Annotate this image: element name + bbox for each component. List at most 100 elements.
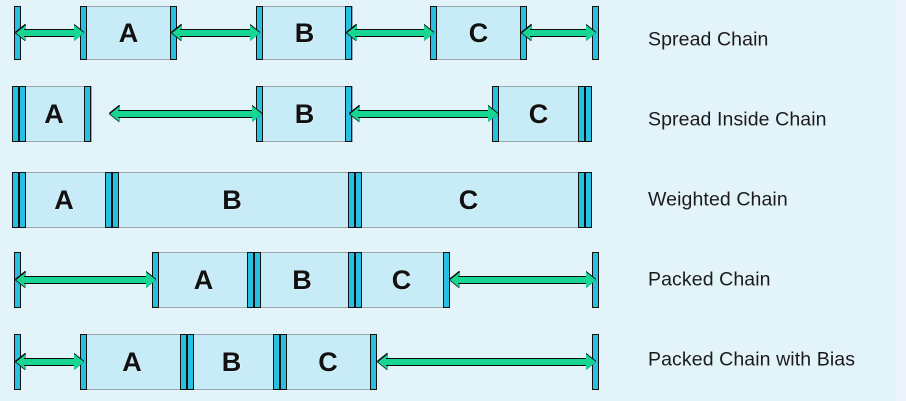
anchor-bar	[355, 252, 362, 308]
anchor-bar	[585, 172, 592, 228]
arrow-shaft	[24, 29, 76, 37]
arrow-head-left-icon	[522, 25, 532, 41]
arrow-shaft	[530, 29, 588, 37]
anchor-bar	[443, 252, 450, 308]
widget-box-label: C	[528, 98, 549, 129]
arrow-head-left-icon	[450, 272, 460, 288]
arrow-head-right-icon	[74, 25, 84, 41]
anchor-bar	[112, 172, 119, 228]
spacing-arrow	[378, 354, 596, 370]
widget-box-a: A	[16, 172, 112, 228]
chain-style-label-packed-chain: Packed Chain	[648, 268, 771, 291]
arrow-shaft	[386, 358, 588, 366]
widget-box-label: C	[391, 264, 412, 295]
widget-box-c: C	[430, 6, 527, 60]
chain-row-spread-chain: A B C Spread Chain	[0, 0, 906, 80]
widget-box-label: A	[122, 346, 142, 377]
chain-row-packed-chain: A B C Packed Chain	[0, 240, 906, 320]
right-edge-strip	[896, 0, 906, 401]
anchor-bar	[12, 172, 19, 228]
chain-style-label-spread-chain: Spread Chain	[648, 28, 769, 51]
arrow-head-left-icon	[16, 354, 26, 370]
anchor-bar	[247, 252, 254, 308]
chain-row-packed-chain-with-bias: A B C Packed Chain with Bias	[0, 320, 906, 400]
arrow-head-right-icon	[586, 272, 596, 288]
anchor-bar	[585, 86, 592, 142]
anchor-bar	[19, 86, 26, 142]
anchor-bar	[84, 86, 91, 142]
arrow-shaft	[118, 110, 254, 118]
widget-box-b: B	[256, 6, 353, 60]
widget-box-b: B	[110, 172, 354, 228]
arrow-head-right-icon	[146, 272, 156, 288]
arrow-head-right-icon	[252, 106, 262, 122]
anchor-bar	[180, 334, 187, 390]
widget-box-a: A	[80, 6, 177, 60]
widget-box-c: C	[354, 252, 449, 308]
widget-box-b: B	[253, 252, 351, 308]
widget-box-label: A	[44, 98, 64, 129]
widget-box-label: C	[468, 17, 489, 48]
arrow-head-right-icon	[586, 354, 596, 370]
arrow-head-right-icon	[586, 25, 596, 41]
chain-style-label-weighted-chain: Weighted Chain	[648, 188, 788, 211]
widget-box-c: C	[352, 172, 585, 228]
widget-box-c: C	[492, 86, 585, 142]
arrow-head-right-icon	[488, 106, 498, 122]
anchor-bar	[12, 86, 19, 142]
arrow-head-left-icon	[350, 106, 360, 122]
spacing-arrow	[172, 25, 260, 41]
widget-box-label: B	[294, 98, 315, 129]
spacing-arrow	[522, 25, 596, 41]
chain-row-weighted-chain: A B C Weighted Chain	[0, 160, 906, 240]
widget-box-b: B	[185, 334, 278, 390]
widget-box-label: C	[458, 184, 479, 215]
spacing-arrow	[450, 272, 596, 288]
widget-box-label: A	[54, 184, 74, 215]
spacing-arrow	[350, 106, 498, 122]
arrow-shaft	[458, 276, 588, 284]
widget-box-label: B	[222, 184, 242, 215]
anchor-bar	[348, 252, 355, 308]
arrow-head-left-icon	[347, 25, 357, 41]
widget-box-label: C	[318, 346, 338, 377]
anchor-bar	[19, 172, 26, 228]
spacing-arrow	[16, 25, 84, 41]
arrow-head-right-icon	[250, 25, 260, 41]
anchor-bar	[254, 252, 261, 308]
chain-style-label-spread-inside-chain: Spread Inside Chain	[648, 108, 827, 131]
arrow-head-left-icon	[172, 25, 182, 41]
spacing-arrow	[16, 354, 84, 370]
arrow-head-left-icon	[378, 354, 388, 370]
widget-box-a: A	[83, 334, 181, 390]
arrow-shaft	[24, 276, 148, 284]
anchor-bar	[578, 86, 585, 142]
anchor-bar	[348, 172, 355, 228]
widget-box-a: A	[16, 86, 92, 142]
widget-box-label: A	[193, 264, 214, 295]
widget-box-label: B	[221, 346, 242, 377]
spacing-arrow	[110, 106, 262, 122]
arrow-head-left-icon	[16, 25, 26, 41]
anchor-bar	[355, 172, 362, 228]
arrow-shaft	[180, 29, 252, 37]
anchor-bar	[105, 172, 112, 228]
widget-box-label: B	[292, 264, 312, 295]
widget-box-a: A	[155, 252, 252, 308]
arrow-head-left-icon	[16, 272, 26, 288]
anchor-bar	[578, 172, 585, 228]
chain-row-spread-inside-chain: A B C Spread Inside Chain	[0, 80, 906, 160]
chain-style-label-packed-chain-with-bias: Packed Chain with Bias	[648, 348, 856, 371]
anchor-bar	[280, 334, 287, 390]
arrow-head-right-icon	[424, 25, 434, 41]
arrow-shaft	[355, 29, 426, 37]
widget-box-label: A	[118, 17, 139, 48]
arrow-shaft	[358, 110, 490, 118]
widget-box-c: C	[280, 334, 376, 390]
spacing-arrow	[347, 25, 434, 41]
widget-box-label: B	[294, 17, 315, 48]
spacing-arrow	[16, 272, 156, 288]
widget-box-b: B	[256, 86, 353, 142]
arrow-shaft	[24, 358, 76, 366]
